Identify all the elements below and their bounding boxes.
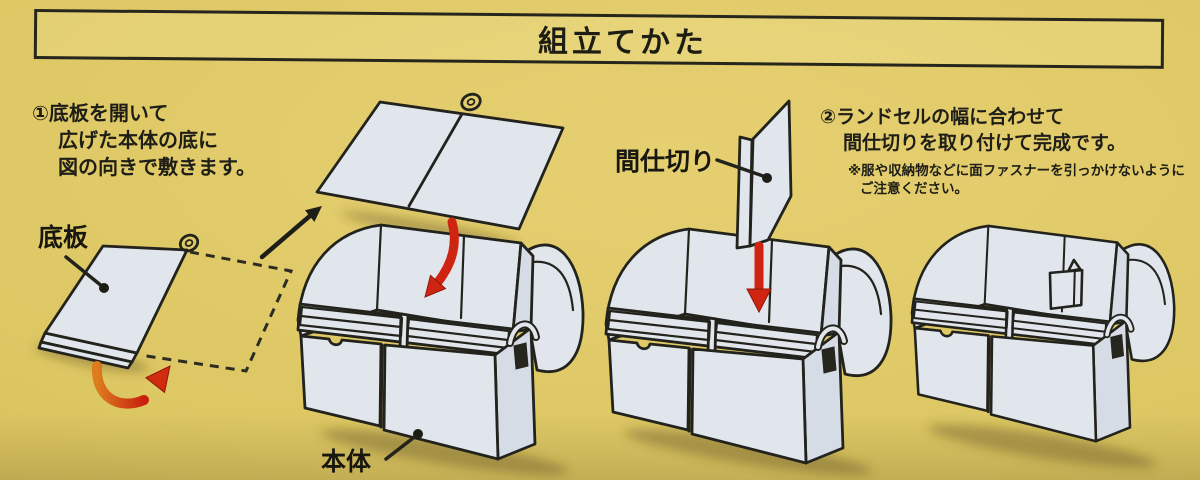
page-title: 組立てかた bbox=[537, 24, 709, 61]
ground-shadows bbox=[35, 211, 1156, 475]
step-2-note: ※服や収納物などに面ファスナーを引っかけないように ご注意ください。 bbox=[820, 162, 1185, 198]
insert-arrow-icon bbox=[424, 217, 459, 298]
insert-arrow-2-icon bbox=[746, 241, 772, 314]
label-partition: 間仕切り bbox=[615, 147, 716, 176]
step-1-line-3: 図の向きで敷きます。 bbox=[58, 155, 256, 179]
step-1-line-1: ①底板を開いて bbox=[32, 101, 169, 125]
step-2-note-line-1: ※服や収納物などに面ファスナーを引っかけないように bbox=[848, 163, 1185, 179]
bottom-board-pointer bbox=[64, 255, 109, 293]
main-body-box-2 bbox=[606, 229, 891, 463]
unfolded-bottom-board bbox=[315, 92, 565, 231]
main-body-box-3 bbox=[912, 226, 1174, 441]
label-main-body: 本体 bbox=[321, 447, 372, 476]
label-bottom-board: 底板 bbox=[38, 223, 89, 252]
folded-bottom-board bbox=[37, 233, 200, 370]
title-bar: 組立てかた bbox=[33, 9, 1165, 69]
open-arrow-icon bbox=[259, 206, 322, 260]
step-2-line-2: 間仕切りを取り付けて完成です。 bbox=[843, 132, 1127, 154]
main-body-box-1 bbox=[298, 225, 583, 459]
unfold-arrow-icon bbox=[91, 361, 171, 409]
step-2-line-1: ②ランドセルの幅に合わせて bbox=[820, 106, 1065, 128]
unfold-outline-dashed bbox=[139, 250, 294, 373]
main-body-pointer bbox=[384, 429, 423, 461]
step-1-line-2: 広げた本体の底に bbox=[58, 128, 218, 152]
step-2-note-line-2: ご注意ください。 bbox=[860, 181, 968, 197]
partition-panel bbox=[735, 99, 793, 250]
partition-pointer bbox=[715, 158, 772, 183]
partition-inside bbox=[1048, 258, 1084, 311]
step-1-text: ①底板を開いて 広げた本体の底に 図の向きで敷きます。 bbox=[32, 100, 256, 181]
step-2-text: ②ランドセルの幅に合わせて 間仕切りを取り付けて完成です。 ※服や収納物などに面… bbox=[820, 104, 1185, 198]
